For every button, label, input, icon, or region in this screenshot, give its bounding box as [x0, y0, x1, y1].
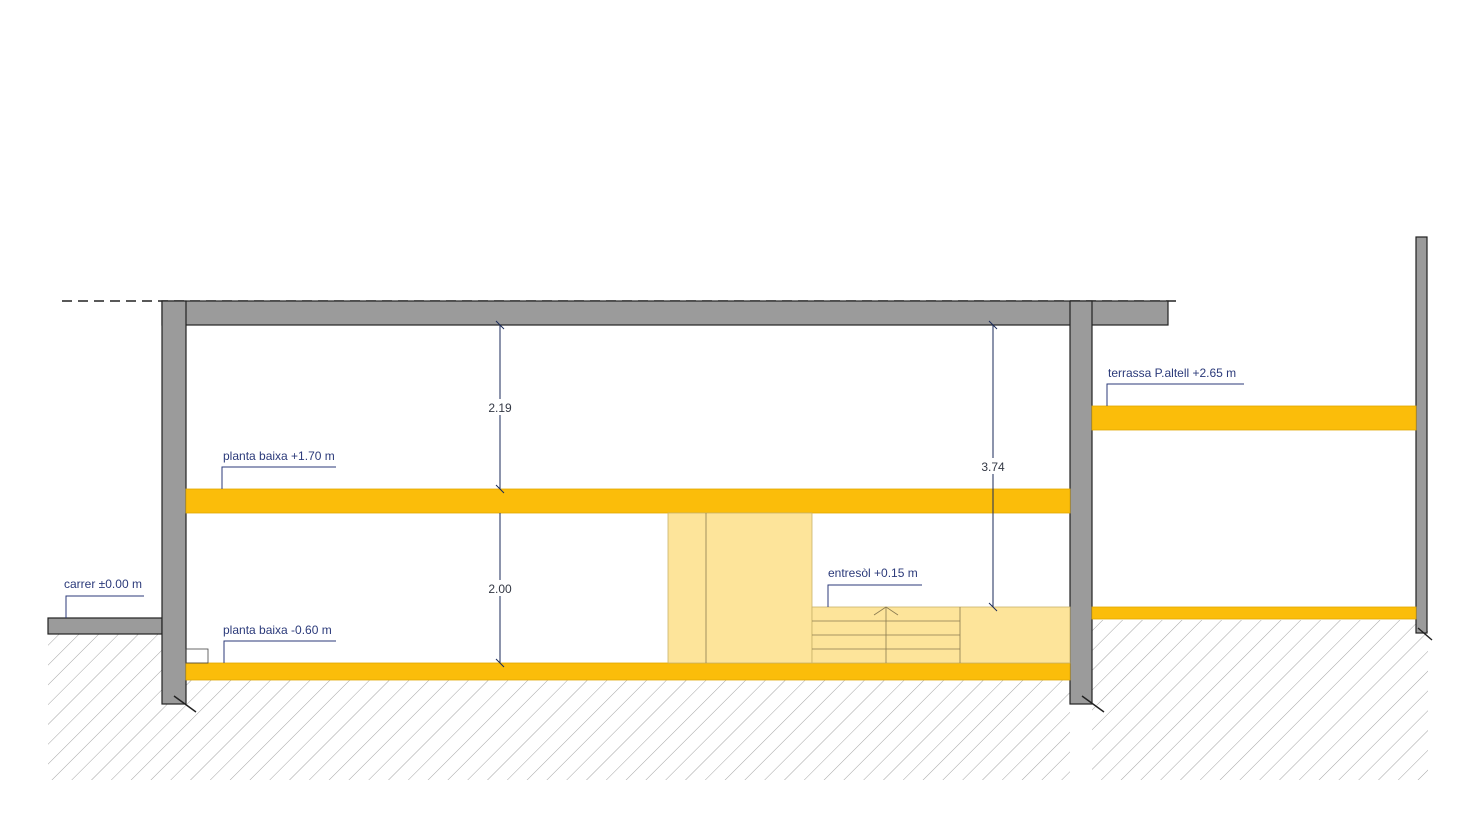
- lower-terrace-slab: [1091, 606, 1417, 620]
- ground-hatch: [48, 620, 1428, 780]
- middle-wall: [1069, 300, 1093, 705]
- svg-text:terrassa P.altell +2.65 m: terrassa P.altell +2.65 m: [1108, 366, 1236, 380]
- left-wall-tick: [173, 695, 197, 713]
- dimension-total-label: 3.74: [981, 460, 1005, 474]
- roof-slab: [161, 300, 1169, 326]
- dimension-upper-label: 2.19: [488, 401, 512, 415]
- svg-text:planta baixa -0.60 m: planta baixa -0.60 m: [223, 623, 332, 637]
- stair-block: [667, 512, 1071, 664]
- left-wall: [161, 300, 187, 705]
- right-wall-tick: [1417, 627, 1433, 641]
- level-marker-carrer: carrer ±0.00 m: [64, 577, 144, 618]
- level-marker-terrassa: terrassa P.altell +2.65 m: [1106, 366, 1244, 406]
- level-marker-planta-baixa-lower: planta baixa -0.60 m: [223, 623, 336, 663]
- terrace-slab: [1091, 405, 1417, 431]
- svg-text:planta baixa +1.70 m: planta baixa +1.70 m: [223, 449, 335, 463]
- middle-wall-tick: [1081, 695, 1105, 713]
- level-marker-entresol: entresòl +0.15 m: [827, 566, 922, 607]
- dimension-lower-label: 2.00: [488, 582, 512, 596]
- small-step-box: [185, 648, 209, 664]
- upper-floor-slab: [185, 488, 1071, 514]
- lower-floor-slab: [185, 662, 1071, 681]
- street-slab: [47, 617, 163, 635]
- svg-text:entresòl +0.15 m: entresòl +0.15 m: [828, 566, 918, 580]
- level-marker-planta-baixa-upper: planta baixa +1.70 m: [221, 449, 336, 489]
- right-wall: [1415, 236, 1428, 634]
- svg-text:carrer ±0.00 m: carrer ±0.00 m: [64, 577, 142, 591]
